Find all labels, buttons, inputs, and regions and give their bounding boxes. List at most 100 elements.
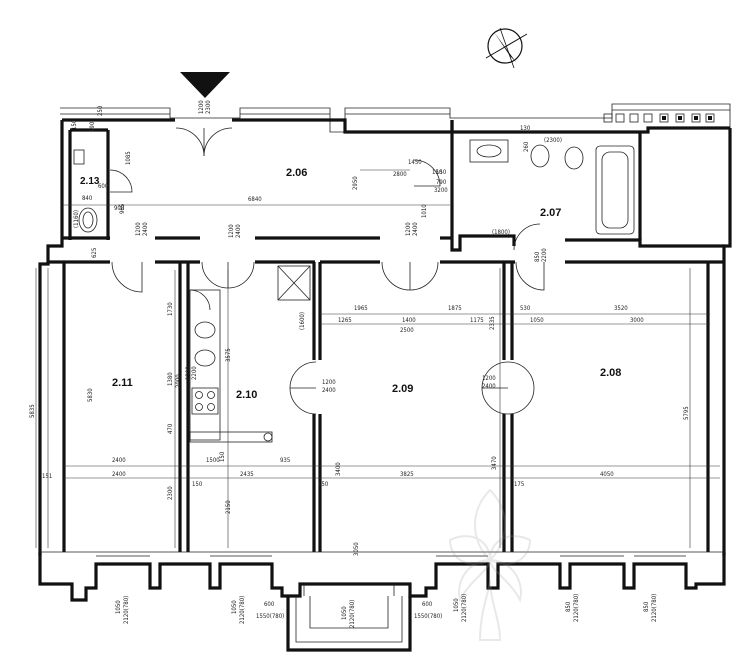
dim-label: 3000 — [630, 317, 644, 324]
room-label-2-10: 2.10 — [236, 389, 257, 401]
dim-label: 2400 — [412, 222, 419, 236]
dim-label: (2300) — [544, 137, 562, 144]
dim-label: 1200 — [198, 100, 205, 114]
dim-label: 1550(780) — [256, 613, 284, 620]
dim-label: 1010 — [421, 204, 428, 218]
room-label-2-06: 2.06 — [286, 167, 307, 179]
dim-label: 2200 — [191, 366, 198, 380]
dim-label: 2400 — [112, 471, 126, 478]
dim-label: 2400 — [322, 387, 336, 394]
dim-label: 2300 — [167, 486, 174, 500]
dim-label: 2400 — [482, 383, 496, 390]
dim-label: 850 — [643, 601, 650, 612]
dim-label: 150 — [432, 169, 443, 176]
dim-label: 4050 — [600, 471, 614, 478]
dim-label: 1450 — [408, 159, 422, 166]
dim-label: 1050 — [341, 606, 348, 620]
room-label-2-07: 2.07 — [540, 207, 561, 219]
dim-label: 3575 — [225, 348, 232, 362]
dim-label: 175 — [514, 481, 524, 488]
dim-label: 1200 — [135, 222, 142, 236]
dim-label: 1500 — [206, 457, 220, 464]
dim-label: 935 — [280, 457, 290, 464]
dim-label: (1800) — [492, 229, 510, 236]
dim-label: 130 — [520, 125, 531, 132]
dim-label: 1175 — [470, 317, 484, 324]
dim-label: 3400 — [335, 462, 342, 476]
dim-label: 470 — [167, 423, 174, 434]
dim-label: 600 — [98, 183, 109, 190]
dim-label: 600 — [422, 601, 433, 608]
dim-label: 150 — [192, 481, 203, 488]
dim-label: 2120(780) — [239, 596, 246, 624]
dim-label: 3050 — [353, 542, 360, 556]
dim-label: 3470 — [491, 456, 498, 470]
dim-label: 1050 — [530, 317, 544, 324]
dim-label: 250 — [97, 105, 104, 116]
dim-label: 2150 — [225, 500, 232, 514]
dim-label: 2200 — [541, 248, 548, 262]
dim-label: 1050 — [453, 598, 460, 612]
dim-label: 2500 — [400, 327, 414, 334]
dim-label: (1160) — [73, 210, 80, 228]
dim-label: 1200 — [405, 222, 412, 236]
dim-label: 1550(780) — [414, 613, 442, 620]
dimension-labels: 6840 2800 2950 1085 840 600 1450 150 790… — [29, 100, 690, 628]
facade — [38, 551, 726, 652]
dim-label: 1050 — [231, 600, 238, 614]
dim-label: 2120(780) — [349, 600, 356, 628]
dim-label: 600 — [264, 601, 275, 608]
dim-label: 1965 — [354, 305, 368, 312]
exterior-walls — [38, 118, 732, 556]
dim-label: 1050 — [115, 600, 122, 614]
dim-label: 965 — [119, 204, 126, 214]
dim-label: 2120(780) — [651, 594, 658, 622]
watermark-logo — [448, 488, 532, 641]
dim-label: 2120(780) — [461, 594, 468, 622]
dim-label: 1200 — [228, 224, 235, 238]
dim-label: 150 — [71, 119, 78, 130]
dim-label: 260 — [523, 141, 530, 152]
dim-label: 5835 — [29, 404, 36, 418]
room-label-2-11: 2.11 — [112, 377, 133, 389]
dim-label: 850 — [534, 251, 541, 262]
dim-label: 1200 — [482, 375, 496, 382]
room-label-2-09: 2.09 — [392, 383, 413, 395]
dim-label: 1265 — [338, 317, 352, 324]
dim-label: 1200 — [185, 366, 192, 380]
dim-label: 3200 — [434, 187, 448, 194]
entrance-marker-icon — [180, 72, 230, 98]
dim-label: 530 — [520, 305, 531, 312]
dim-label: 900 — [114, 205, 125, 212]
room-label-2-08: 2.08 — [600, 367, 621, 379]
dim-label: 150 — [219, 451, 226, 462]
dim-label: 625 — [91, 248, 98, 258]
dim-label: 5795 — [683, 406, 690, 420]
dim-label: 5830 — [87, 388, 94, 402]
dim-label: 2435 — [240, 471, 254, 478]
dim-label: 150 — [318, 481, 329, 488]
dim-label: 3520 — [614, 305, 628, 312]
fixtures — [73, 139, 635, 443]
dim-label: 1875 — [448, 305, 462, 312]
dim-label: 150 — [436, 169, 447, 176]
dim-label: 2800 — [393, 171, 407, 178]
doors — [109, 127, 545, 415]
dim-label: 2950 — [352, 176, 359, 190]
dim-label: 1730 — [167, 302, 174, 316]
dimension-lines — [35, 169, 720, 548]
dim-label: 2400 — [235, 224, 242, 238]
dim-label: 6840 — [248, 196, 262, 203]
dim-label: 2120(780) — [573, 594, 580, 622]
dim-label: 1200 — [322, 379, 336, 386]
dim-label: 2300 — [205, 100, 212, 114]
dim-label: 151 — [42, 473, 52, 480]
neighbour-wall-top — [60, 103, 731, 133]
dim-label: 1380 — [167, 372, 174, 386]
north-arrow-icon — [485, 27, 528, 69]
dim-label: (1600) — [299, 312, 306, 330]
dim-label: 2120(780) — [123, 596, 130, 624]
dim-label: 850 — [565, 601, 572, 612]
dim-label: 3825 — [400, 471, 414, 478]
